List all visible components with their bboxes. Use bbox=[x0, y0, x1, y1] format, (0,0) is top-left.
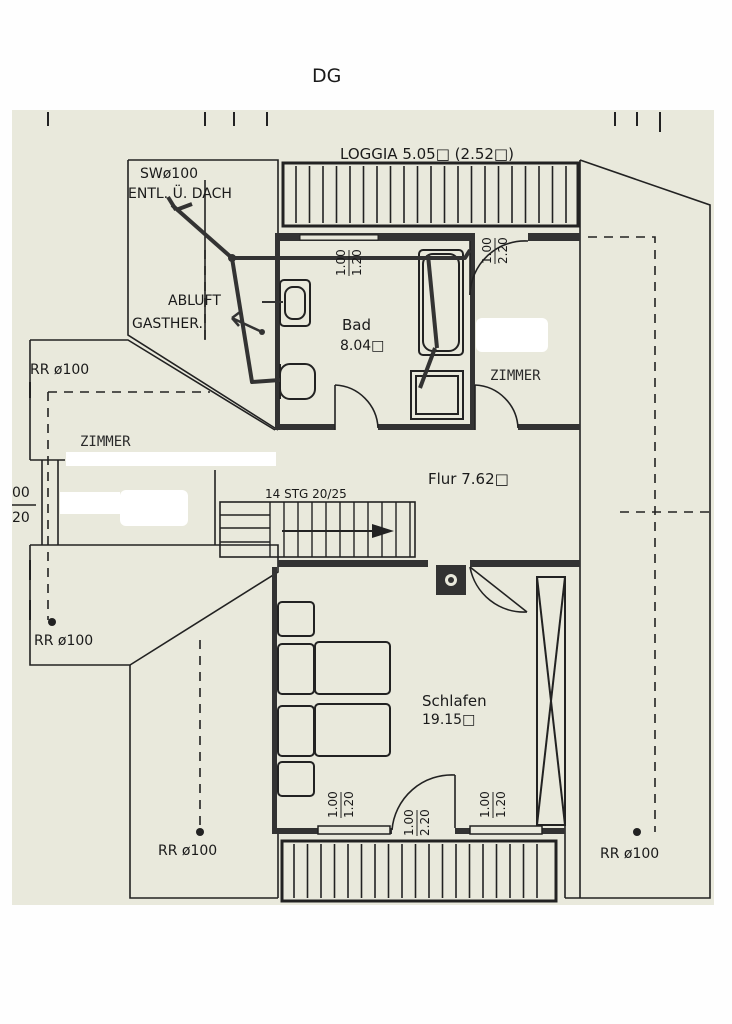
svg-text:1.00: 1.00 bbox=[334, 249, 348, 276]
windows-bottom bbox=[299, 234, 543, 835]
svg-text:1.20: 1.20 bbox=[342, 791, 356, 818]
svg-text:1.20: 1.20 bbox=[494, 791, 508, 818]
door-bad bbox=[334, 384, 379, 430]
abluft-label-line2: GASTHER. bbox=[132, 316, 203, 332]
schlafen-label: Schlafen bbox=[422, 692, 487, 710]
loggia-bars-top bbox=[295, 166, 567, 223]
stair-steps bbox=[269, 502, 411, 557]
abluft-label-line1: ABLUFT bbox=[168, 293, 221, 309]
flur-label: Flur 7.62□ bbox=[428, 470, 509, 488]
top-ticks bbox=[47, 112, 661, 132]
bad-label: Bad bbox=[342, 316, 371, 334]
abluft-arrow bbox=[231, 311, 263, 334]
stairs-label: 14 STG 20/25 bbox=[265, 487, 347, 501]
rr-mid-left-label: RR ø100 bbox=[34, 633, 93, 649]
svg-text:1.00: 1.00 bbox=[402, 809, 416, 836]
svg-text:2.20: 2.20 bbox=[418, 809, 432, 836]
svg-text:2.20: 2.20 bbox=[496, 237, 510, 264]
loggia-railing-top bbox=[281, 161, 580, 228]
edge-top-label: 00 bbox=[12, 485, 30, 501]
schlafen-area-label: 19.15□ bbox=[422, 712, 475, 728]
vent-pipe-marking bbox=[166, 195, 472, 389]
loggia-bars-bottom bbox=[293, 844, 538, 898]
zimmer-right-label: ZIMMER bbox=[490, 368, 541, 384]
svg-text:1.20: 1.20 bbox=[350, 249, 364, 276]
bad-area-label: 8.04□ bbox=[340, 338, 384, 354]
staircase bbox=[219, 501, 416, 558]
floor-label: DG bbox=[312, 65, 341, 87]
svg-text:1.00: 1.00 bbox=[478, 791, 492, 818]
svg-text:1.00: 1.00 bbox=[326, 791, 340, 818]
door-zimmer-right bbox=[474, 384, 519, 430]
opening-loggia-door: 1.00 2.20 bbox=[480, 237, 510, 264]
opening-bad-window: 1.00 1.20 bbox=[334, 249, 364, 276]
door-schlafen bbox=[469, 566, 528, 613]
rr-bottom-left-label: RR ø100 bbox=[158, 843, 217, 859]
stair-arrow bbox=[282, 524, 394, 538]
rr-top-left-label: RR ø100 bbox=[30, 362, 89, 378]
sw-label-line2: ENTL. Ü. DACH bbox=[128, 184, 232, 202]
zimmer-left-label: ZIMMER bbox=[80, 434, 131, 450]
bedroom-furniture bbox=[277, 576, 566, 826]
loggia-railing-bottom bbox=[280, 839, 558, 903]
whiteout-marks bbox=[60, 318, 548, 526]
sw-label-line1: SWø100 bbox=[140, 166, 198, 182]
loggia-label: LOGGIA 5.05□ (2.52□) bbox=[340, 145, 514, 163]
opening-schlafen-window-1: 1.00 1.20 bbox=[326, 791, 356, 818]
vent-point bbox=[228, 254, 236, 262]
dashed-lines bbox=[47, 236, 712, 832]
opening-schlafen-door: 1.00 2.20 bbox=[402, 809, 432, 836]
rainwater-pipe-points bbox=[48, 618, 641, 836]
door-schlafen-loggia bbox=[391, 774, 456, 831]
opening-schlafen-window-2: 1.00 1.20 bbox=[478, 791, 508, 818]
edge-bottom-label: 20 bbox=[12, 510, 30, 526]
rr-bottom-right-label: RR ø100 bbox=[600, 846, 659, 862]
svg-text:1.00: 1.00 bbox=[480, 237, 494, 264]
